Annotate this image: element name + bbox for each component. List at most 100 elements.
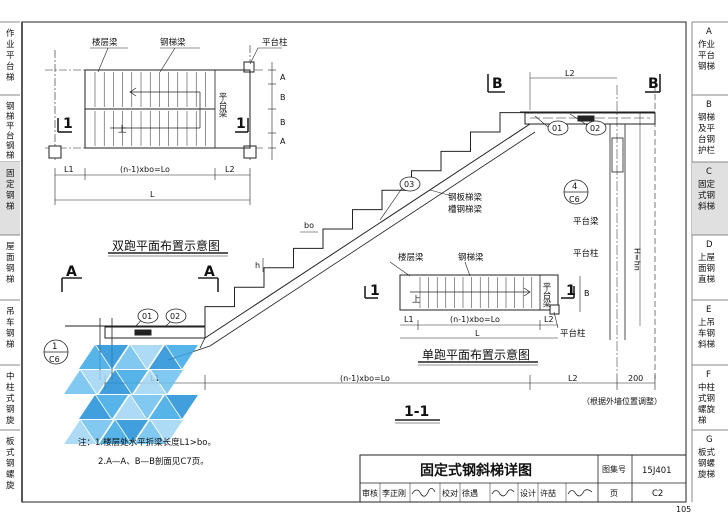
dbl-dim-a2: A	[280, 137, 286, 146]
design-label: 设计	[520, 488, 536, 498]
single-platform-beam-label: 平台梁	[541, 282, 551, 308]
reviewer-name: 李正刚	[382, 488, 406, 498]
mark-02-top: 02	[590, 124, 600, 133]
single-section-1-left: 1	[370, 283, 380, 299]
right-strip-label[interactable]: 及平	[698, 124, 716, 134]
right-strip-label[interactable]: 直梯	[698, 274, 716, 285]
checker-signature	[491, 489, 515, 497]
left-strip-char: 钢	[6, 404, 15, 415]
right-strip-label[interactable]: 上吊	[698, 318, 715, 328]
right-strip-label[interactable]: 斜梯	[698, 339, 716, 350]
logo-triangle	[166, 345, 198, 369]
right-strip-label[interactable]: 梯	[698, 415, 707, 426]
detail-4-page: C6	[569, 195, 580, 204]
detail-1-page: C6	[49, 355, 60, 364]
right-strip-letter[interactable]: A	[706, 27, 712, 37]
left-strip-char: 梯	[6, 339, 15, 350]
sec-platform-column-label: 平台柱	[573, 248, 599, 259]
left-strip-char: 业	[6, 39, 15, 50]
right-strip-label[interactable]: 平台	[698, 50, 715, 61]
sec-dim-200: 200	[628, 374, 643, 383]
watermark-logo	[64, 345, 198, 444]
logo-triangle	[151, 420, 183, 444]
left-strip-char: 式	[6, 393, 15, 404]
page-label: 页	[610, 489, 618, 498]
right-strip-label[interactable]: 式钢	[698, 393, 715, 404]
right-strip-label[interactable]: 固定	[698, 179, 716, 190]
left-strip-char: 吊	[6, 307, 15, 317]
right-strip-label[interactable]: 钢梯	[698, 112, 716, 123]
dim-l2-top: L2	[565, 69, 575, 78]
single-stair-beam-label: 钢梯梁	[458, 252, 484, 263]
right-strip-label[interactable]: 台钢	[698, 134, 715, 145]
left-strip-char: 定	[6, 179, 15, 190]
left-strip-char: 作	[6, 28, 15, 39]
atlas-label: 图集号	[602, 464, 626, 474]
left-strip-char: 旋	[6, 480, 15, 491]
single-platform-column-label: 平台柱	[560, 328, 586, 339]
dbl-platform-beam-label: 平台梁	[217, 92, 227, 118]
sec-adjust-note: （根据外墙位置调整）	[582, 396, 662, 406]
single-dim-l1: L1	[404, 315, 414, 324]
title-block-text: 固定式钢斜梯详图 图集号 15J401 页 C2 审核 李正刚 校对 徐遇 设计…	[362, 462, 672, 499]
right-strip-label[interactable]: 中柱	[698, 382, 716, 393]
left-strip-char: 面	[6, 253, 15, 263]
right-strip-label[interactable]: 钢螺	[698, 458, 716, 469]
dbl-dim-l: L	[150, 190, 155, 199]
mark-01-bottom: 01	[142, 312, 152, 321]
right-strip-label[interactable]: 斜梯	[698, 201, 716, 212]
dbl-dim-lo: (n-1)xbo=Lo	[120, 165, 170, 174]
left-strip-char: 梯	[6, 150, 15, 161]
sec-platform-beam-label: 平台梁	[573, 216, 599, 227]
left-strip-char: 钢	[6, 101, 15, 112]
stringer-label-1: 钢板梯梁	[448, 192, 483, 203]
left-strip-char: 钢	[6, 458, 15, 469]
logo-triangle	[114, 345, 146, 369]
right-strip-label[interactable]: 板式	[698, 447, 716, 458]
right-strip-label[interactable]: 车钢	[698, 328, 715, 339]
logo-triangle	[131, 345, 163, 369]
right-strip-label[interactable]: 上屋	[698, 253, 716, 263]
logo-triangle	[96, 395, 128, 419]
dbl-dim-b1: B	[280, 93, 286, 102]
dbl-up-label: 上	[118, 125, 127, 135]
right-strip-label[interactable]: 作业	[698, 39, 715, 50]
right-strip-label[interactable]: 式钢	[698, 190, 715, 201]
right-strip-label[interactable]: 护栏	[698, 145, 716, 156]
logo-triangle	[79, 395, 111, 419]
dbl-dim-a1: A	[280, 73, 286, 82]
drawing-title: 固定式钢斜梯详图	[420, 462, 532, 479]
sec-b-left: B	[492, 76, 503, 92]
right-strip-letter[interactable]: C	[706, 167, 712, 177]
left-strip-char: 平	[6, 122, 15, 132]
logo-triangle	[96, 345, 128, 369]
right-strip-letter[interactable]: E	[706, 305, 711, 315]
right-strip-letter[interactable]: G	[706, 435, 713, 445]
dbl-stair-beam-label: 钢梯梁	[160, 37, 186, 48]
sec-dim-l2: L2	[568, 374, 578, 383]
right-strip-label[interactable]: 钢梯	[698, 61, 716, 72]
right-strip-letter[interactable]: B	[706, 100, 712, 110]
atlas-number: 15J401	[642, 466, 672, 476]
single-dim-lo: (n-1)xbo=Lo	[450, 315, 500, 324]
right-strip-letter[interactable]: D	[706, 240, 713, 250]
logo-triangle	[64, 420, 96, 444]
double-flight-plan	[45, 45, 282, 257]
left-strip-char: 梯	[6, 111, 15, 122]
checker-name: 徐遇	[462, 488, 478, 498]
right-strip-label[interactable]: 螺旋	[698, 404, 716, 415]
page-number: 105	[676, 505, 691, 514]
notes: 注：1.楼层处水平折梁长度L1>bo。 2.A—A、B—B剖面见C7页。	[78, 437, 216, 467]
left-strip-char: 式	[6, 447, 15, 458]
left-strip-char: 屋	[6, 242, 15, 252]
right-strip-label[interactable]: 旋梯	[698, 469, 716, 480]
right-strip-letter[interactable]: F	[706, 370, 711, 380]
logo-triangle	[131, 395, 163, 419]
logo-triangle	[134, 420, 166, 444]
single-floor-beam-label: 楼层梁	[398, 252, 424, 263]
right-strip-label[interactable]: 面钢	[698, 263, 715, 274]
left-strip-char: 平	[6, 51, 15, 61]
section-1-1-drawing	[61, 72, 661, 424]
